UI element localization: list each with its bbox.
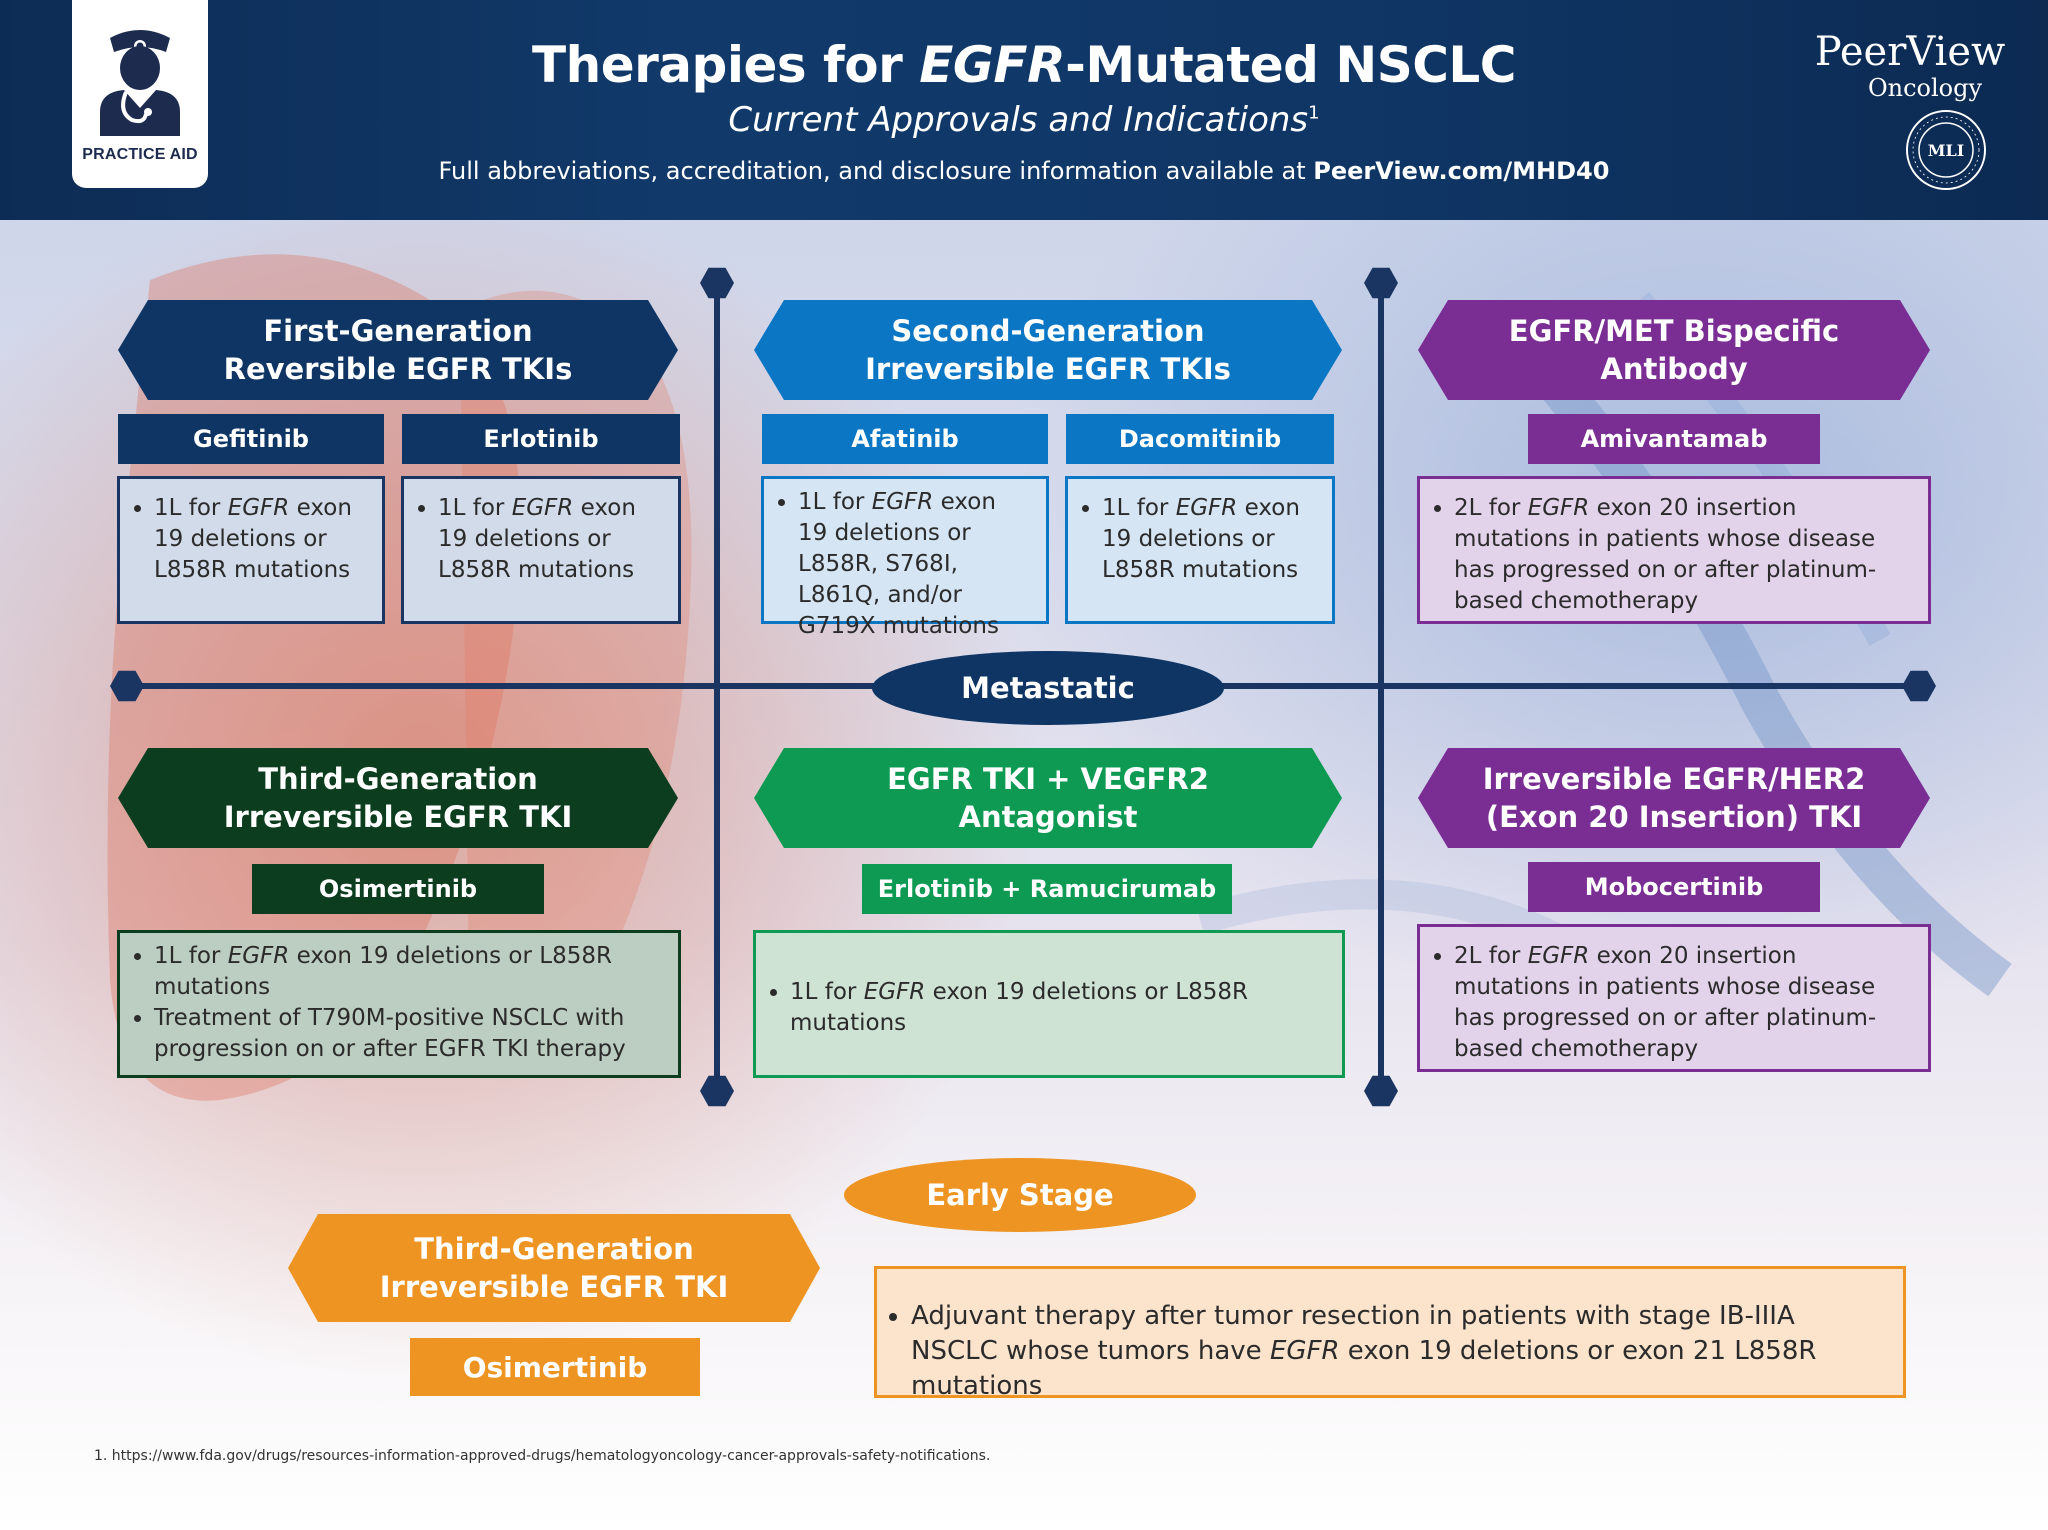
category-first-generation: First-Generation Reversible EGFR TKIs bbox=[118, 300, 678, 400]
drug-erlotinib-ramucirumab: Erlotinib + Ramucirumab bbox=[862, 864, 1232, 914]
indication-item: 1L for EGFR exon 19 deletions or L858R, … bbox=[798, 487, 1030, 642]
indication-item: 1L for EGFR exon 19 deletions or L858R m… bbox=[154, 941, 662, 1003]
category-line2: Irreversible EGFR TKI bbox=[379, 1270, 729, 1304]
category-line1: Third-Generation bbox=[258, 762, 538, 796]
page-subtitle: Current Approvals and Indications1 bbox=[0, 100, 2048, 140]
mli-seal-icon: MLI bbox=[1906, 110, 1986, 190]
category-line1: First-Generation bbox=[263, 314, 533, 348]
indication-box-mobocertinib: 2L for EGFR exon 20 insertion mutations … bbox=[1417, 924, 1931, 1072]
indication-item: 2L for EGFR exon 20 insertion mutations … bbox=[1454, 941, 1912, 1065]
indication-box-gefitinib: 1L for EGFR exon 19 deletions or L858R m… bbox=[117, 476, 385, 624]
category-line2: Irreversible EGFR TKIs bbox=[865, 352, 1231, 386]
category-egfr-tki-vegfr2: EGFR TKI + VEGFR2 Antagonist bbox=[754, 748, 1342, 848]
drug-afatinib: Afatinib bbox=[762, 414, 1048, 464]
category-line2: Antibody bbox=[1600, 352, 1748, 386]
category-line1: Irreversible EGFR/HER2 bbox=[1482, 762, 1866, 796]
info-prefix: Full abbreviations, accreditation, and d… bbox=[438, 157, 1314, 185]
practice-aid-label: PRACTICE AID bbox=[82, 146, 198, 163]
indication-box-dacomitinib: 1L for EGFR exon 19 deletions or L858R m… bbox=[1065, 476, 1335, 624]
subtitle-reference: 1 bbox=[1308, 102, 1320, 124]
category-line2: Reversible EGFR TKIs bbox=[223, 352, 573, 386]
category-second-generation: Second-Generation Irreversible EGFR TKIs bbox=[754, 300, 1342, 400]
doctor-icon bbox=[100, 30, 180, 136]
indication-item: Adjuvant therapy after tumor resection i… bbox=[911, 1299, 1887, 1404]
practice-aid-badge: PRACTICE AID bbox=[72, 0, 208, 188]
indication-item: 1L for EGFR exon 19 deletions or L858R m… bbox=[790, 977, 1326, 1039]
category-third-generation-metastatic: Third-Generation Irreversible EGFR TKI bbox=[118, 748, 678, 848]
indication-item: 1L for EGFR exon 19 deletions or L858R m… bbox=[154, 493, 366, 586]
svg-text:MLI: MLI bbox=[1928, 141, 1964, 160]
category-line2: Irreversible EGFR TKI bbox=[223, 800, 573, 834]
header-info-line: Full abbreviations, accreditation, and d… bbox=[0, 157, 2048, 185]
indication-box-adjuvant: Adjuvant therapy after tumor resection i… bbox=[874, 1266, 1906, 1401]
brand-sub: Oncology bbox=[1867, 74, 1983, 102]
indication-box-erlotinib: 1L for EGFR exon 19 deletions or L858R m… bbox=[401, 476, 681, 624]
category-line1: Third-Generation bbox=[414, 1232, 694, 1266]
indication-item: 2L for EGFR exon 20 insertion mutations … bbox=[1454, 493, 1912, 617]
subtitle-text: Current Approvals and Indications bbox=[728, 100, 1309, 140]
drug-osimertinib-metastatic: Osimertinib bbox=[252, 864, 544, 914]
category-line1: EGFR TKI + VEGFR2 bbox=[887, 762, 1209, 796]
axis-endpoint-top-left bbox=[700, 267, 734, 299]
indication-item: 1L for EGFR exon 19 deletions or L858R m… bbox=[438, 493, 662, 586]
peerview-logo: PeerView Oncology bbox=[1800, 30, 2020, 102]
indication-box-afatinib: 1L for EGFR exon 19 deletions or L858R, … bbox=[761, 476, 1049, 639]
indication-item: 1L for EGFR exon 19 deletions or L858R m… bbox=[1102, 493, 1316, 586]
header-banner: PRACTICE AID Therapies for EGFR-Mutated … bbox=[0, 0, 2048, 220]
drug-dacomitinib: Dacomitinib bbox=[1066, 414, 1334, 464]
brand-main: PeerView bbox=[1814, 29, 2006, 75]
category-egfr-met-bispecific: EGFR/MET Bispecific Antibody bbox=[1418, 300, 1930, 400]
drug-gefitinib: Gefitinib bbox=[118, 414, 384, 464]
indication-box-erlotinib-ramucirumab: 1L for EGFR exon 19 deletions or L858R m… bbox=[753, 930, 1345, 1078]
category-third-generation-early: Third-Generation Irreversible EGFR TKI bbox=[288, 1214, 820, 1322]
info-link[interactable]: PeerView.com/MHD40 bbox=[1313, 157, 1610, 185]
page-title: Therapies for EGFR-Mutated NSCLC bbox=[0, 36, 2048, 94]
category-line1: Second-Generation bbox=[891, 314, 1205, 348]
indication-item: Treatment of T790M-positive NSCLC with p… bbox=[154, 1003, 662, 1065]
axis-endpoint-bottom-left bbox=[700, 1075, 734, 1107]
category-line2: (Exon 20 Insertion) TKI bbox=[1485, 800, 1863, 834]
early-stage-label: Early Stage bbox=[844, 1158, 1196, 1232]
drug-amivantamab: Amivantamab bbox=[1528, 414, 1820, 464]
indication-box-osimertinib-metastatic: 1L for EGFR exon 19 deletions or L858R m… bbox=[117, 930, 681, 1078]
drug-erlotinib: Erlotinib bbox=[402, 414, 680, 464]
category-line2: Antagonist bbox=[958, 800, 1138, 834]
metastatic-label: Metastatic bbox=[872, 651, 1224, 725]
footnote-reference: 1. https://www.fda.gov/drugs/resources-i… bbox=[94, 1448, 991, 1464]
category-irreversible-egfr-her2: Irreversible EGFR/HER2 (Exon 20 Insertio… bbox=[1418, 748, 1930, 848]
page-title-text: Therapies for EGFR-Mutated NSCLC bbox=[532, 36, 1516, 94]
drug-osimertinib-early: Osimertinib bbox=[410, 1338, 700, 1396]
drug-mobocertinib: Mobocertinib bbox=[1528, 862, 1820, 912]
indication-box-amivantamab: 2L for EGFR exon 20 insertion mutations … bbox=[1417, 476, 1931, 624]
category-line1: EGFR/MET Bispecific bbox=[1508, 314, 1840, 348]
